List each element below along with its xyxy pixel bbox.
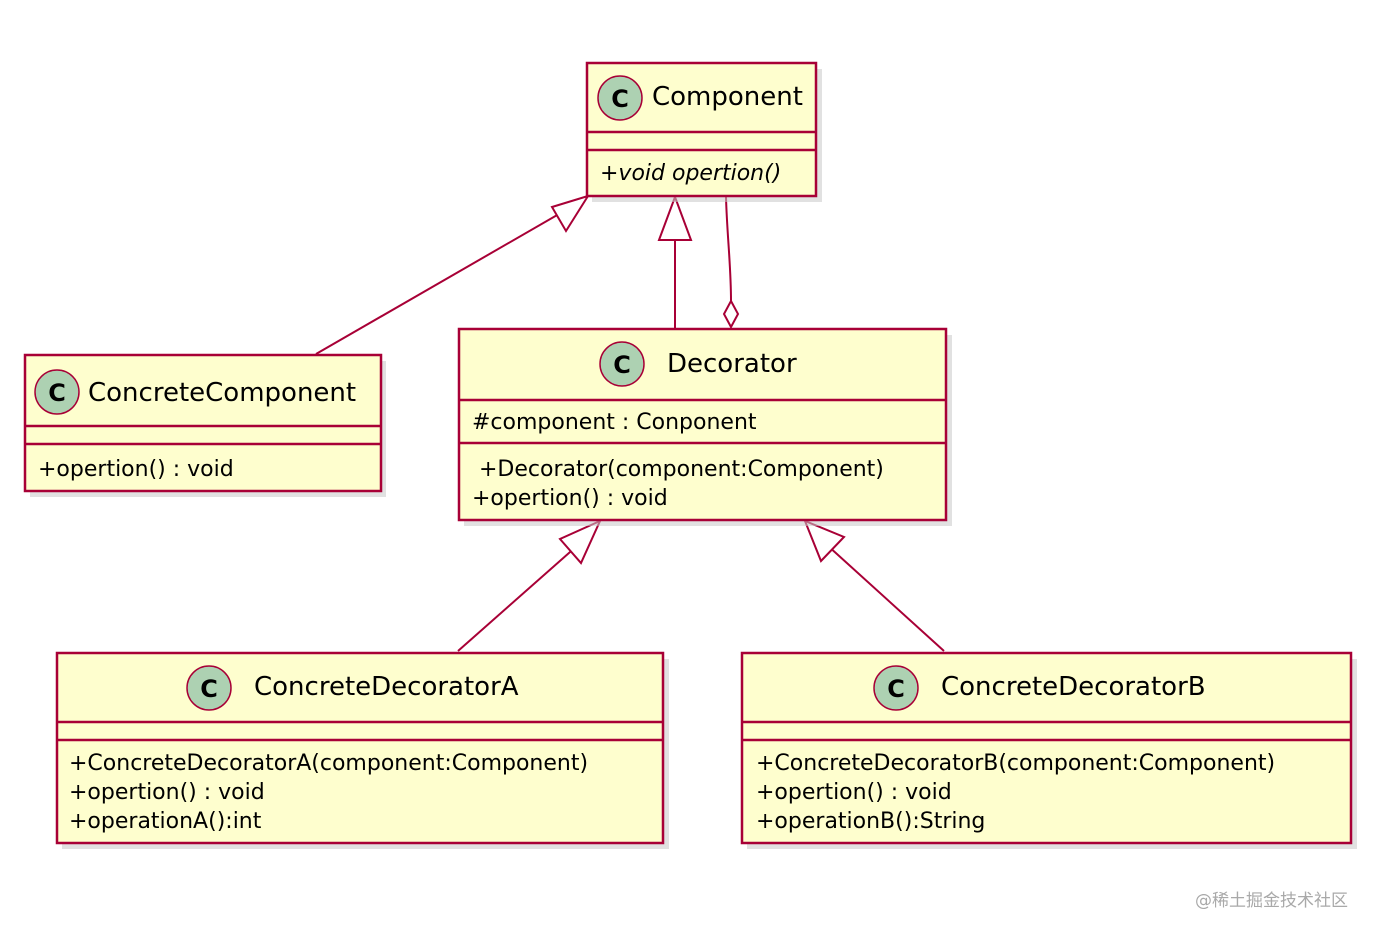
edge-concretedecoratorb-to-decorator <box>803 519 945 652</box>
watermark-text: @稀土掘金技术社区 <box>1195 891 1348 911</box>
class-method: +operationB():String <box>756 809 985 834</box>
inheritance-arrowhead <box>550 194 591 233</box>
class-component[interactable]: C Component +void opertion() <box>585 61 822 202</box>
edge-decorator-to-component <box>657 194 693 328</box>
class-attribute: #component : Conponent <box>472 410 757 435</box>
class-name: ConcreteComponent <box>88 378 356 408</box>
class-name: Component <box>652 82 803 112</box>
class-stereotype-icon: C <box>599 341 645 387</box>
class-method: +operationA():int <box>69 809 262 834</box>
class-method: +opertion() : void <box>38 457 234 482</box>
class-method: +ConcreteDecoratorB(component:Component) <box>756 751 1275 776</box>
class-name: Decorator <box>667 349 797 379</box>
aggregation-diamond <box>722 298 740 330</box>
class-method: +opertion() : void <box>756 780 952 805</box>
class-stereotype-icon: C <box>873 665 919 711</box>
stereotype-letter: C <box>887 675 905 703</box>
class-method: +opertion() : void <box>69 780 265 805</box>
stereotype-letter: C <box>200 675 218 703</box>
stereotype-letter: C <box>613 351 631 379</box>
edge-aggregation-component-decorator <box>722 196 740 330</box>
class-concretedecoratorb[interactable]: C ConcreteDecoratorB +ConcreteDecoratorB… <box>740 651 1357 849</box>
inheritance-arrowhead <box>803 519 846 563</box>
inheritance-arrowhead <box>657 194 693 241</box>
edge-concretedecoratora-to-decorator <box>457 519 603 652</box>
class-concretecomponent[interactable]: C ConcreteComponent +opertion() : void <box>23 353 386 497</box>
class-method: +void opertion() <box>600 161 781 186</box>
class-name: ConcreteDecoratorA <box>254 672 519 702</box>
stereotype-letter: C <box>611 85 629 113</box>
class-decorator[interactable]: C Decorator #component : Conponent +Deco… <box>457 327 952 526</box>
class-stereotype-icon: C <box>34 369 80 415</box>
class-concretedecoratora[interactable]: C ConcreteDecoratorA +ConcreteDecoratorA… <box>55 651 669 849</box>
class-method: +Decorator(component:Component) <box>472 457 884 482</box>
class-name: ConcreteDecoratorB <box>941 672 1206 702</box>
inheritance-arrowhead <box>558 519 603 565</box>
class-stereotype-icon: C <box>597 75 643 121</box>
class-method: +opertion() : void <box>472 486 668 511</box>
class-stereotype-icon: C <box>186 665 232 711</box>
stereotype-letter: C <box>48 379 66 407</box>
edge-concretecomponent-to-component <box>315 194 591 355</box>
class-method: +ConcreteDecoratorA(component:Component) <box>69 751 588 776</box>
